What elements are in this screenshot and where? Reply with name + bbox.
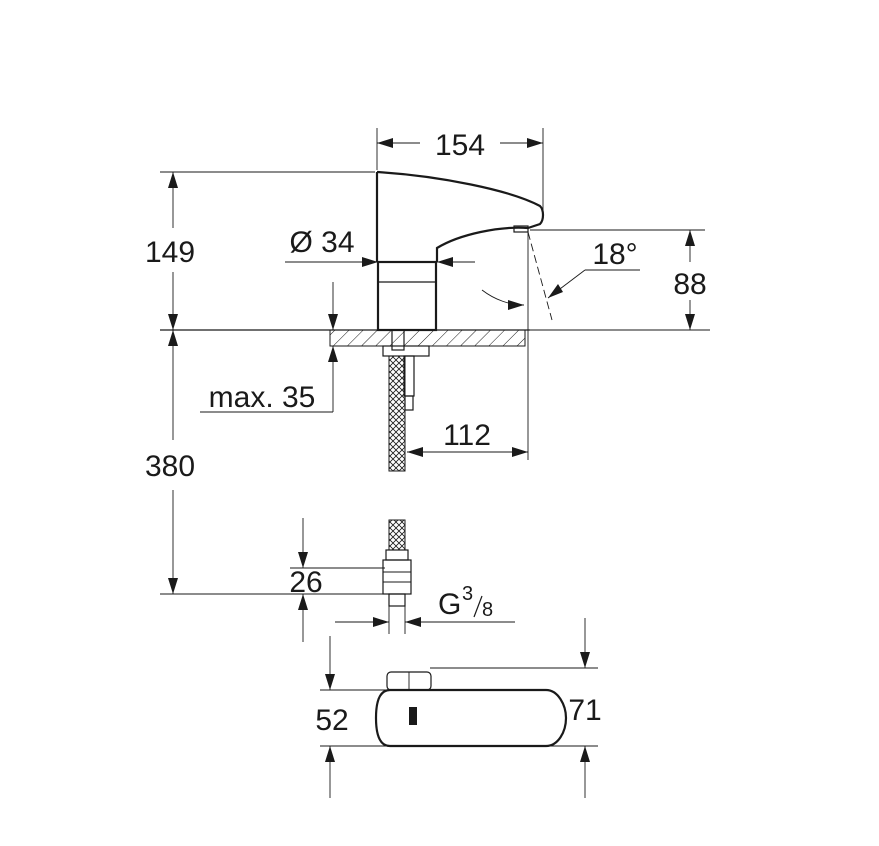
label-angle: 18° xyxy=(592,238,637,271)
label-thread-g: G xyxy=(438,588,461,621)
countertop xyxy=(160,329,710,347)
label-149: 149 xyxy=(145,236,195,269)
dim-149: 149 xyxy=(145,171,375,330)
sensor-window xyxy=(513,225,529,233)
dim-154: 154 xyxy=(376,128,544,210)
label-max35: max. 35 xyxy=(209,381,316,414)
label-112: 112 xyxy=(443,419,491,452)
top-view: 52 71 xyxy=(315,618,602,798)
dim-112: 112 xyxy=(407,419,528,457)
label-71: 71 xyxy=(568,694,601,727)
dim-diameter: Ø 34 xyxy=(285,226,475,267)
base-column xyxy=(376,260,438,332)
dim-max35: max. 35 xyxy=(200,282,338,414)
label-154: 154 xyxy=(435,129,485,162)
top-view-sensor xyxy=(409,707,417,725)
dim-88: 88 xyxy=(530,229,707,330)
dim-26: 26 xyxy=(289,518,385,642)
label-380: 380 xyxy=(145,450,195,483)
dim-380: 380 xyxy=(145,330,385,595)
label-diameter: Ø 34 xyxy=(289,226,354,259)
label-88: 88 xyxy=(673,268,706,301)
hose-nut xyxy=(382,559,412,595)
dim-thread: G 3 8 xyxy=(335,583,515,634)
label-thread-num: 3 xyxy=(462,583,473,605)
label-26: 26 xyxy=(289,566,322,599)
dim-angle: 18° xyxy=(481,231,640,460)
label-thread-den: 8 xyxy=(482,599,493,621)
label-52: 52 xyxy=(315,704,348,737)
supply-hose xyxy=(382,329,430,607)
